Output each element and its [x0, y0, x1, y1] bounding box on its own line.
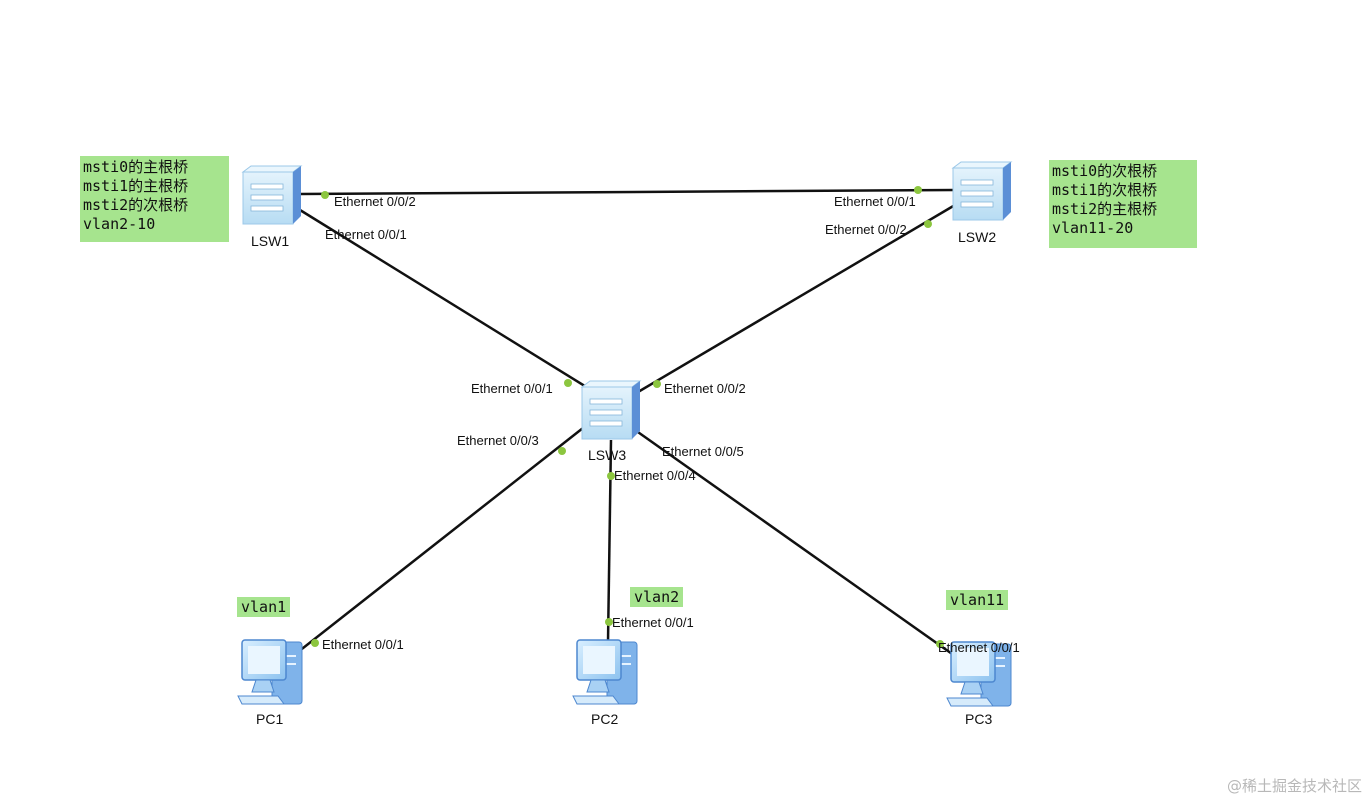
switch-icon[interactable] — [241, 165, 303, 225]
port-label: Ethernet 0/0/2 — [334, 194, 416, 209]
port-dot — [924, 220, 932, 228]
port-label: Ethernet 0/0/2 — [825, 222, 907, 237]
port-dot — [558, 447, 566, 455]
port-dot — [914, 186, 922, 194]
port-label: Ethernet 0/0/1 — [938, 640, 1020, 655]
pc3-vlan-tag: vlan11 — [946, 590, 1009, 610]
pc-icon[interactable] — [946, 641, 1012, 707]
port-label: Ethernet 0/0/4 — [614, 468, 696, 483]
note-line: msti2的主根桥 — [1052, 200, 1158, 218]
link-lsw3-pc3 — [634, 428, 956, 658]
port-label: Ethernet 0/0/2 — [664, 381, 746, 396]
port-label: Ethernet 0/0/1 — [322, 637, 404, 652]
port-label: Ethernet 0/0/1 — [471, 381, 553, 396]
link-lsw3-pc1 — [297, 427, 584, 653]
note-line: vlan2-10 — [83, 215, 156, 233]
note-line: msti1的次根桥 — [1052, 181, 1158, 199]
pc-icon[interactable] — [237, 639, 303, 705]
port-dots — [311, 186, 944, 648]
port-label: Ethernet 0/0/1 — [325, 227, 407, 242]
port-dot — [311, 639, 319, 647]
port-dot — [607, 472, 615, 480]
lsw1-role-note: msti0的主根桥 msti1的主根桥 msti2的次根桥 vlan2-10 — [80, 156, 229, 242]
port-dot — [321, 191, 329, 199]
lsw2-role-note: msti0的次根桥 msti1的次根桥 msti2的主根桥 vlan11-20 — [1049, 160, 1197, 248]
note-line: msti2的次根桥 — [83, 196, 189, 214]
links — [297, 188, 956, 658]
switch-icon[interactable] — [951, 161, 1013, 221]
link-lsw3-pc2 — [606, 439, 613, 643]
watermark: @稀土掘金技术社区 — [1226, 777, 1362, 795]
pc-icon[interactable] — [572, 639, 638, 705]
port-label: Ethernet 0/0/1 — [834, 194, 916, 209]
pc1-label: PC1 — [256, 711, 284, 727]
lsw1-label: LSW1 — [251, 233, 290, 249]
pc2-vlan-tag: vlan2 — [630, 587, 684, 607]
pc3-label: PC3 — [965, 711, 993, 727]
link-lsw1-lsw2 — [299, 188, 956, 196]
link-lsw1-lsw3 — [299, 208, 589, 390]
port-dot — [605, 618, 613, 626]
port-label: Ethernet 0/0/5 — [662, 444, 744, 459]
port-label: Ethernet 0/0/3 — [457, 433, 539, 448]
port-label: Ethernet 0/0/1 — [612, 615, 694, 630]
link-lsw2-lsw3 — [637, 203, 956, 394]
pc2-label: PC2 — [591, 711, 619, 727]
pc1-vlan-tag: vlan1 — [237, 597, 291, 617]
switch-icon[interactable] — [580, 380, 642, 440]
note-line: msti0的主根桥 — [83, 158, 189, 176]
note-line: msti1的主根桥 — [83, 177, 189, 195]
port-dot — [936, 640, 944, 648]
port-dot — [653, 380, 661, 388]
note-line: vlan11-20 — [1052, 219, 1134, 237]
lsw3-label: LSW3 — [588, 447, 627, 463]
port-dot — [564, 379, 572, 387]
lsw2-label: LSW2 — [958, 229, 997, 245]
note-line: msti0的次根桥 — [1052, 162, 1158, 180]
